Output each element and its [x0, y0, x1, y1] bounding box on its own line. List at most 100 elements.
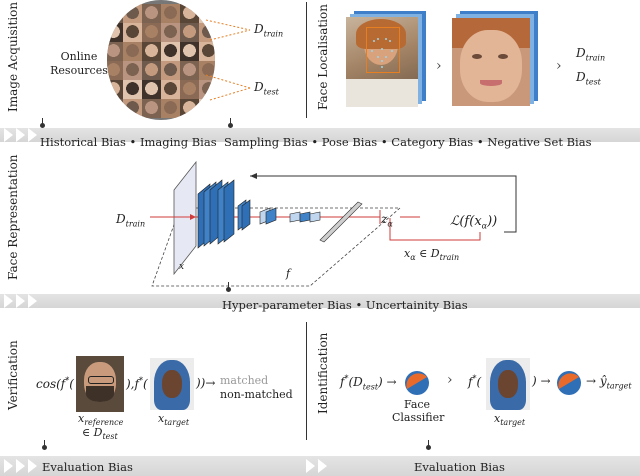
classifier-icon-2: [557, 371, 581, 395]
band3-chevron-a: [4, 459, 13, 473]
verif-comma-expr: ),f*(: [126, 376, 148, 391]
rep-z-alpha: zα: [381, 212, 393, 229]
collage-face-thumb: [161, 23, 180, 42]
ident-f-dtest: f*(Dtest) →: [340, 374, 397, 392]
collage-face-thumb: [123, 80, 142, 99]
ident-classifier-label: Face Classifier: [392, 398, 445, 424]
collage-face-thumb: [107, 80, 123, 99]
collage-face-thumb: [180, 99, 199, 118]
rep-loss: ℒ(f(xα)): [450, 214, 498, 231]
collage-face-thumb: [107, 4, 123, 23]
identification-label: Identification: [316, 332, 330, 414]
bias-text-evaluation-right: Evaluation Bias: [414, 460, 505, 474]
face-localisation-label: Face Localisation: [316, 4, 330, 110]
collage-face-thumb: [107, 99, 123, 118]
photo-cropped-face: [452, 18, 530, 106]
band1-chevron-c: [28, 128, 37, 142]
collage-face-thumb: [180, 23, 199, 42]
chevron-right-icon-3: ›: [447, 372, 453, 388]
collage-face-thumb: [161, 4, 180, 23]
chevron-right-icon: ›: [436, 58, 442, 74]
ident-y-hat: → ŷtarget: [586, 374, 632, 391]
pin-evaluation-right: [426, 440, 431, 450]
row1-divider: [306, 2, 307, 118]
bias-text-evaluation-left: Evaluation Bias: [42, 460, 133, 474]
collage-face-thumb: [199, 23, 215, 42]
verif-matched: matched: [220, 374, 269, 387]
pin-sampling: [228, 118, 233, 128]
band3-chevron-c: [28, 459, 37, 473]
resources-text: Resources: [50, 64, 108, 77]
collage-face-thumb: [199, 99, 215, 118]
collage-face-thumb: [161, 80, 180, 99]
collage-face-thumb: [123, 42, 142, 61]
collage-face-thumb: [142, 23, 161, 42]
photo-reference-face: [76, 356, 124, 412]
photo-target-face: [150, 358, 194, 410]
band1-chevron-a: [4, 128, 13, 142]
pin-hyperparameter: [226, 282, 231, 292]
online-text: Online: [60, 50, 98, 63]
band3-chevron-e: [318, 459, 327, 473]
band2-chevron-a: [4, 294, 13, 308]
rep-x-input: x: [179, 262, 185, 272]
cnn-architecture: [150, 160, 517, 287]
loc-d-test: Dtest: [576, 70, 601, 87]
row3-divider: [306, 322, 307, 440]
band3-chevron-d: [306, 459, 315, 473]
collage-face-thumb: [199, 80, 215, 99]
collage-face-thumb: [142, 4, 161, 23]
collage-face-thumb: [142, 42, 161, 61]
verif-non-matched: non-matched: [220, 388, 293, 401]
collage-face-thumb: [107, 23, 123, 42]
acq-d-test: Dtest: [254, 80, 279, 97]
bias-band-2: [0, 294, 640, 308]
band3-chevron-b: [16, 459, 25, 473]
rep-f-label: f: [286, 267, 291, 280]
photo-child-writing: [346, 17, 418, 107]
ident-close-arrow: ) →: [532, 374, 551, 388]
classifier-text: Classifier: [392, 411, 445, 424]
band2-chevron-b: [16, 294, 25, 308]
collage-face-thumb: [180, 42, 199, 61]
bias-text-sampling-pose: Sampling Bias • Pose Bias • Category Bia…: [224, 135, 592, 149]
face-representation-label: Face Representation: [6, 154, 20, 280]
collage-face-thumb: [199, 61, 215, 80]
loc-d-train: Dtrain: [576, 46, 606, 63]
collage-face-thumb: [180, 80, 199, 99]
bias-text-historical-imaging: Historical Bias • Imaging Bias: [40, 135, 217, 149]
pin-evaluation-left: [42, 440, 47, 450]
collage-face-thumb: [123, 23, 142, 42]
band2-chevron-c: [28, 294, 37, 308]
acquisition-arrows: [205, 19, 251, 101]
verif-x-reference: xreference: [78, 412, 124, 428]
classifier-icon: [405, 371, 429, 395]
acq-d-train: Dtrain: [254, 22, 284, 39]
photo-ident-target-face: [486, 358, 530, 410]
online-resources-label: Online Resources: [50, 50, 108, 78]
band1-chevron-b: [16, 128, 25, 142]
pin-historical: [40, 118, 45, 128]
collage-face-thumb: [123, 61, 142, 80]
collage-face-thumb: [161, 42, 180, 61]
face-collage-circle: [107, 0, 215, 120]
collage-face-thumb: [161, 99, 180, 118]
verification-label: Verification: [6, 340, 20, 410]
collage-face-thumb: [161, 61, 180, 80]
chevron-right-icon-2: ›: [556, 58, 562, 74]
collage-face-thumb: [107, 42, 123, 61]
collage-face-thumb: [180, 4, 199, 23]
verif-x-target: xtarget: [158, 412, 190, 428]
collage-face-thumb: [123, 99, 142, 118]
verif-close-expr: ))→: [196, 376, 216, 390]
collage-face-thumb: [180, 61, 199, 80]
verif-cos-expr: cos(f*(: [36, 376, 74, 391]
collage-face-thumb: [123, 4, 142, 23]
collage-face-thumb: [142, 61, 161, 80]
ident-f-star: f*(: [468, 374, 482, 389]
collage-face-thumb: [199, 42, 215, 61]
rep-d-train: Dtrain: [116, 212, 146, 229]
verif-in-dtest: ∈ Dtest: [82, 426, 118, 442]
collage-face-thumb: [199, 4, 215, 23]
rep-x-in-dtrain: xα ∈ Dtrain: [404, 247, 460, 263]
